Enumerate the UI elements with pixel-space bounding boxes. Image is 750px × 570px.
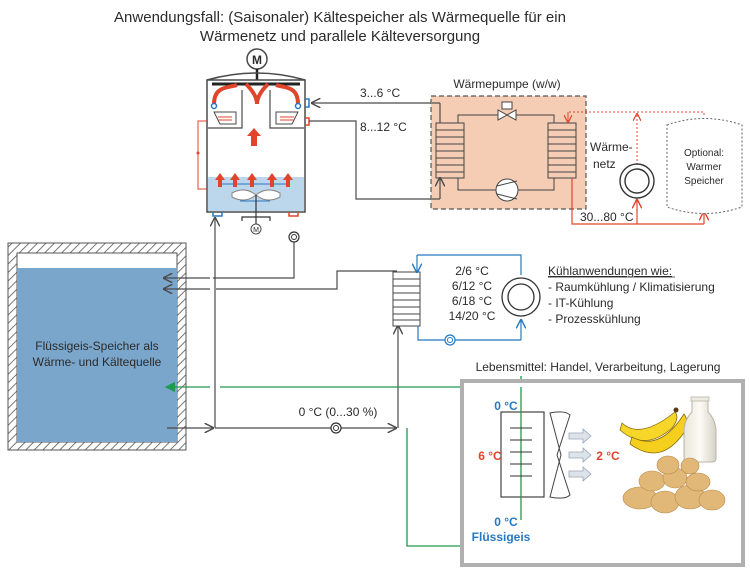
air-cooler-icon xyxy=(500,411,545,498)
optional-warm-storage: Optional: Warmer Speicher xyxy=(666,118,743,214)
output-temp-label: 30...80 °C xyxy=(580,210,634,224)
cooling-loop: 2/6 °C 6/12 °C 6/18 °C 14/20 °C xyxy=(392,254,541,346)
cooling-temp-0: 2/6 °C xyxy=(455,264,489,278)
motor-label: M xyxy=(252,53,262,67)
cooling-pump-icon xyxy=(444,334,456,346)
outlet-temp-label: 8...12 °C xyxy=(360,120,407,134)
ice-generator-tank: M xyxy=(196,48,310,243)
food-bottom-label: Flüssigeis xyxy=(472,530,531,544)
food-left-temp: 6 °C xyxy=(478,449,502,463)
food-right-temp: 2 °C xyxy=(596,449,620,463)
potatoes-icon xyxy=(622,455,726,514)
ice-slurry-fill xyxy=(17,268,177,442)
ice-storage-line-1: Flüssigeis-Speicher als xyxy=(35,339,158,353)
cooling-heat-exchanger-icon xyxy=(392,271,421,327)
ice-storage-line-2: Wärme- und Kältequelle xyxy=(33,355,162,369)
expansion-valve-icon xyxy=(497,109,517,121)
food-storage-room: Lebensmittel: Handel, Verarbeitung, Lage… xyxy=(460,360,745,567)
heat-network-label-1: Wärme- xyxy=(590,140,633,154)
agitator-motor-icon xyxy=(250,223,262,235)
compressor-icon xyxy=(495,178,519,202)
heat-pump-label: Wärmepumpe (w/w) xyxy=(453,77,560,91)
cooling-temp-1: 6/12 °C xyxy=(452,279,492,293)
cooling-applications-list: Kühlanwendungen wie: - Raumkühlung / Kli… xyxy=(548,264,715,326)
food-bottom-temp: 0 °C xyxy=(494,515,518,529)
diagram-title: Anwendungsfall: (Saisonaler) Kältespeich… xyxy=(114,9,566,45)
agitator-motor-label: M xyxy=(253,227,259,234)
banana-icon xyxy=(619,407,688,454)
cooling-heading: Kühlanwendungen wie: xyxy=(548,264,672,278)
air-flow-arrows-icon xyxy=(568,428,592,482)
title-line-1: Anwendungsfall: (Saisonaler) Kältespeich… xyxy=(114,9,566,26)
food-heading: Lebensmittel: Handel, Verarbeitung, Lage… xyxy=(476,360,721,374)
milk-bottle-icon xyxy=(683,396,717,463)
bottom-line-label: 0 °C (0...30 %) xyxy=(299,405,378,419)
small-heat-arrows-icon xyxy=(215,173,293,187)
cooling-item-0: - Raumkühlung / Klimatisierung xyxy=(548,280,715,294)
cooling-temp-2: 6/18 °C xyxy=(452,294,492,308)
fan-icon xyxy=(549,411,571,499)
pipes-tank-heatpump: 3...6 °C 8...12 °C xyxy=(309,86,432,200)
ice-slurry-storage: Flüssigeis-Speicher als Wärme- und Kälte… xyxy=(7,242,187,451)
heat-network-label-2: netz xyxy=(593,157,616,171)
title-line-2: Wärmenetz und parallele Kälteversorgung xyxy=(200,28,480,45)
cooling-temp-3: 14/20 °C xyxy=(449,309,496,323)
warm-storage-line-2: Warmer xyxy=(686,162,722,173)
heat-pump: Wärmepumpe (w/w) xyxy=(430,77,587,210)
heat-network: Wärme- netz 30...80 °C xyxy=(568,111,704,225)
inlet-temp-label: 3...6 °C xyxy=(360,86,400,100)
pump-icon xyxy=(288,231,300,243)
food-top-temp: 0 °C xyxy=(494,399,518,413)
warm-storage-line-3: Speicher xyxy=(684,176,724,187)
pump-icon-bottom xyxy=(330,422,342,434)
cooling-item-1: - IT-Kühlung xyxy=(548,296,613,310)
cooling-item-2: - Prozesskühlung xyxy=(548,312,641,326)
heat-flow-arrow-icon xyxy=(247,128,261,146)
warm-storage-line-1: Optional: xyxy=(684,148,724,159)
